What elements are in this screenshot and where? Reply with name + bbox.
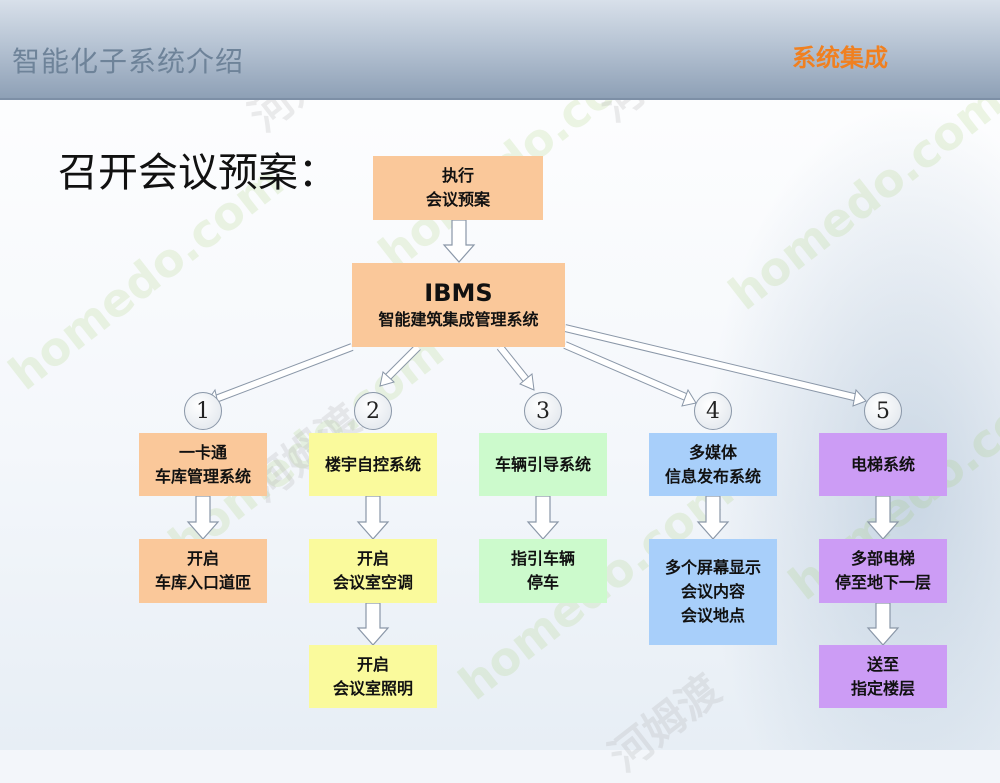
building-automation-box: 楼宇自控系统 <box>309 433 437 496</box>
screen-display-box: 多个屏幕显示 会议内容 会议地点 <box>649 539 777 645</box>
card-garage-system-box: 一卡通 车库管理系统 <box>139 433 267 496</box>
action-line: 开启 <box>356 654 389 674</box>
action-line: 开启 <box>356 549 389 568</box>
ibms-box: IBMS 智能建筑集成管理系统 <box>352 263 565 347</box>
vehicle-guidance-box: 车辆引导系统 <box>479 433 607 496</box>
down-arrows <box>186 219 900 646</box>
elevator-system-box: 电梯系统 <box>819 433 947 496</box>
branch-number-1: 1 <box>184 392 222 430</box>
system-line: 电梯系统 <box>850 454 915 474</box>
system-line: 楼宇自控系统 <box>324 454 421 474</box>
multimedia-info-box: 多媒体 信息发布系统 <box>649 433 777 496</box>
arrow-2-action-to-action <box>356 602 390 646</box>
execute-plan-box: 执行 会议预案 <box>373 156 543 220</box>
open-ac-box: 开启 会议室空调 <box>309 539 437 603</box>
header-bar: 智能化子系统介绍 系统集成 <box>0 0 1000 100</box>
page-title: 召开会议预案： <box>58 150 338 196</box>
system-line: 车库管理系统 <box>154 466 251 486</box>
arrow-3-system-to-action <box>526 495 560 540</box>
action-line: 多个屏幕显示 <box>664 558 761 577</box>
open-garage-gate-box: 开启 车库入口道匝 <box>139 539 267 603</box>
execute-line-1: 执行 <box>441 166 474 185</box>
section-title: 系统集成 <box>792 44 888 72</box>
arrow-1-system-to-action <box>186 495 220 540</box>
action-line: 多部电梯 <box>850 549 915 568</box>
action-line: 会议地点 <box>680 606 745 625</box>
system-line: 车辆引导系统 <box>494 454 591 474</box>
guide-parking-box: 指引车辆 停车 <box>479 539 607 603</box>
ibms-desc: 智能建筑集成管理系统 <box>378 310 539 329</box>
system-line: 信息发布系统 <box>664 466 761 486</box>
action-line: 会议室空调 <box>332 573 413 592</box>
branch-number-2: 2 <box>354 392 392 430</box>
action-line: 车库入口道匝 <box>154 573 251 592</box>
arrow-2-system-to-action <box>356 495 390 540</box>
branch-number-5: 5 <box>864 392 902 430</box>
execute-line-2: 会议预案 <box>425 190 490 209</box>
action-line: 停至地下一层 <box>834 573 931 592</box>
action-line: 会议内容 <box>680 582 745 601</box>
arrow-5-system-to-action <box>866 495 900 540</box>
action-line: 停车 <box>526 573 559 592</box>
arrow-4-system-to-action <box>696 495 730 540</box>
action-line: 送至 <box>866 654 899 674</box>
system-line: 多媒体 <box>688 442 737 462</box>
ibms-name: IBMS <box>424 279 493 307</box>
slide-background <box>0 0 1000 750</box>
elevator-floor-box: 送至 指定楼层 <box>819 645 947 708</box>
header-title: 智能化子系统介绍 <box>12 45 245 78</box>
arrow-5-action-to-action <box>866 602 900 646</box>
system-line: 一卡通 <box>178 442 227 462</box>
arrow-execute-to-ibms <box>442 219 476 263</box>
branch-number-3: 3 <box>524 392 562 430</box>
elevator-basement-box: 多部电梯 停至地下一层 <box>819 539 947 603</box>
action-line: 指定楼层 <box>850 678 915 698</box>
action-line: 会议室照明 <box>332 678 413 698</box>
open-lighting-box: 开启 会议室照明 <box>309 645 437 708</box>
branch-arrows <box>205 324 867 409</box>
branch-number-4: 4 <box>694 392 732 430</box>
action-line: 开启 <box>186 549 219 568</box>
arrows-layer <box>186 219 900 646</box>
action-line: 指引车辆 <box>510 549 575 568</box>
